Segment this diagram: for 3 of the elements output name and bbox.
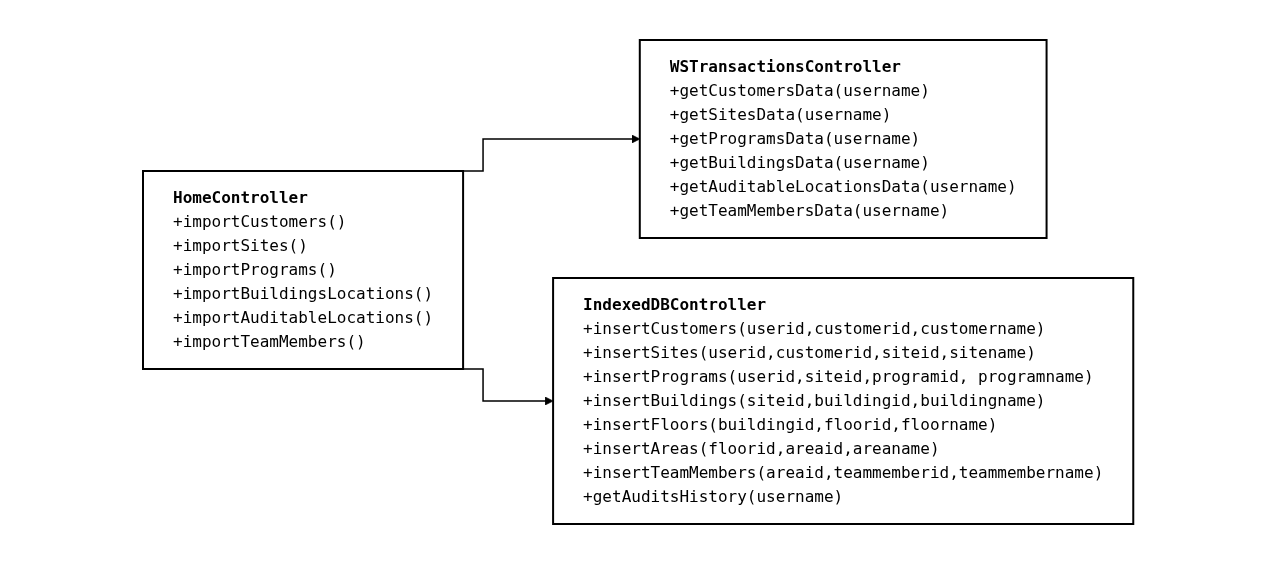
node-box: IndexedDBController +insertCustomers(userid,customerid,customername) +insertSites(userid,customerid,siteid,sitename) +insertPrograms(userid,siteid,programid, programname) +insertBuildings(siteid,buildingid,buildingname) +insertFloors(buildingid,floorid,floorname) +insertAreas(floorid,areaid,areaname) +insertTeamMembers(areaid,teammemberid,teammembername) +getAuditsHistory(username): [552, 276, 1135, 525]
node-box: HomeController +importCustomers() +importSites() +importPrograms() +importBuildingsLocations() +importAuditableLocations() +importTeamMembers(): [142, 169, 465, 370]
node-box: WSTransactionsController +getCustomersData(username) +getSitesData(username) +getProgramsData(username) +getBuildingsData(username) +getAuditableLocationsData(username) +getTeamMembersData(username): [639, 38, 1048, 239]
